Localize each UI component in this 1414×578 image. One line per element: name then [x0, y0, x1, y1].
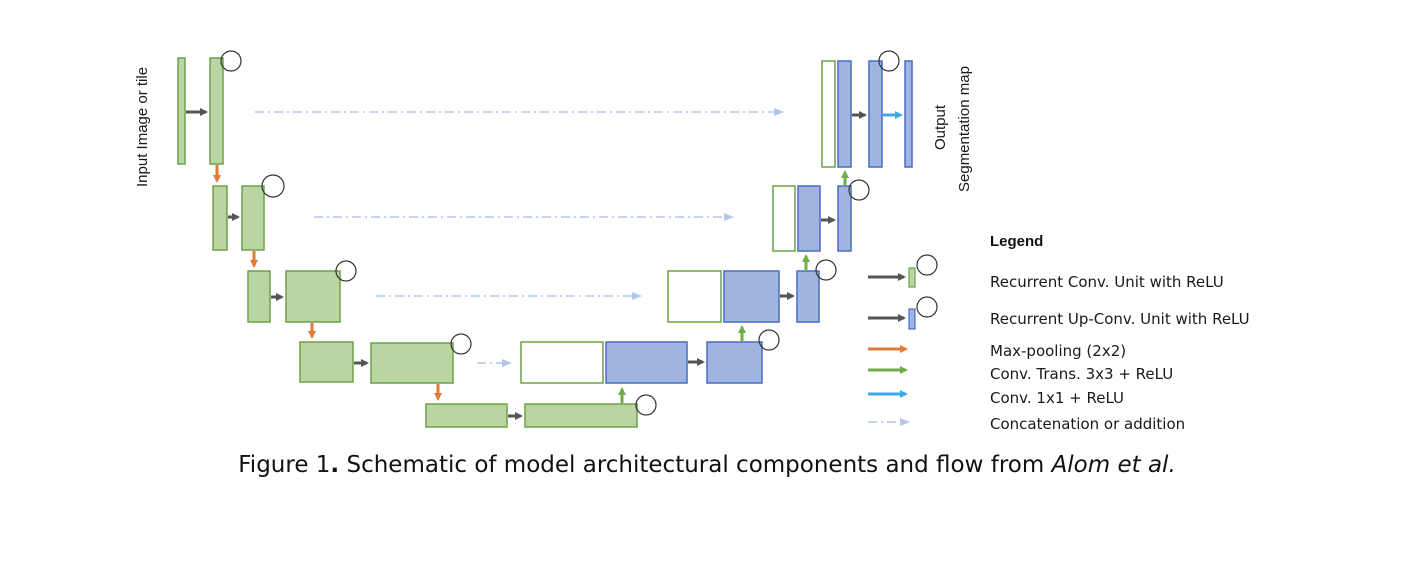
- caption-prefix: Figure 1: [238, 452, 331, 478]
- skip-connections: [255, 108, 784, 367]
- conv-arrows: [186, 108, 867, 420]
- encoder-block: [212, 185, 228, 251]
- decoder-block: [837, 185, 852, 252]
- recurrent-loop-icon: [815, 259, 837, 281]
- concat-block: [667, 270, 722, 323]
- bottleneck-block: [524, 403, 638, 428]
- legend-item-concat: Concatenation or addition: [990, 415, 1186, 433]
- encoder-block: [177, 57, 186, 165]
- caption-citation: Alom et al.: [1051, 452, 1176, 478]
- recurrent-loops: [220, 50, 938, 416]
- legend-encoder-swatch: [908, 267, 916, 288]
- recurrent-loop-icon: [916, 254, 938, 276]
- encoder-block: [247, 270, 271, 323]
- legend-item-conv-trans: Conv. Trans. 3x3 + ReLU: [990, 365, 1174, 383]
- encoder-block: [299, 341, 354, 383]
- legend-decoder-swatch: [908, 308, 916, 330]
- encoder-block: [370, 342, 454, 384]
- legend-item-conv1x1: Conv. 1x1 + ReLU: [990, 389, 1125, 407]
- decoder-block: [837, 60, 852, 168]
- decoder-block: [706, 341, 763, 384]
- legend-item-recurrent-conv: Recurrent Conv. Unit with ReLU: [990, 273, 1224, 291]
- segmentation-map-label: Segmentation map: [956, 66, 973, 192]
- caption-dot: .: [330, 452, 340, 478]
- concat-block: [520, 341, 604, 384]
- output-block: [904, 60, 913, 168]
- legend-symbols: [868, 267, 916, 426]
- legend-item-recurrent-upconv: Recurrent Up-Conv. Unit with ReLU: [990, 310, 1250, 328]
- recurrent-loop-icon: [758, 329, 780, 351]
- legend-item-maxpool: Max-pooling (2x2): [990, 342, 1127, 360]
- recurrent-loop-icon: [916, 296, 938, 318]
- concat-block: [772, 185, 796, 252]
- legend-title: Legend: [990, 233, 1044, 250]
- maxpool-arrows: [213, 165, 442, 401]
- decoder-block: [797, 185, 821, 252]
- bottleneck-block: [425, 403, 508, 428]
- recurrent-loop-icon: [878, 50, 900, 72]
- recurrent-loop-icon: [220, 50, 242, 72]
- recurrent-loop-icon: [635, 394, 657, 416]
- output-label: Output: [932, 104, 949, 150]
- caption-main: Schematic of model architectural compone…: [339, 452, 1052, 478]
- encoder-block: [209, 57, 224, 165]
- encoder-block: [241, 185, 265, 251]
- decoder-block: [605, 341, 688, 384]
- concat-block: [821, 60, 836, 168]
- encoder-block: [285, 270, 341, 323]
- recurrent-loop-icon: [450, 333, 472, 355]
- input-label: Input Image or tile: [134, 66, 151, 187]
- upconv-arrows: [618, 170, 849, 403]
- figure-caption: Figure 1. Schematic of model architectur…: [0, 452, 1414, 478]
- recurrent-loop-icon: [335, 260, 357, 282]
- recurrent-loop-icon: [261, 174, 285, 198]
- decoder-block: [868, 60, 883, 168]
- decoder-block: [796, 270, 820, 323]
- decoder-block: [723, 270, 780, 323]
- recurrent-loop-icon: [848, 179, 870, 201]
